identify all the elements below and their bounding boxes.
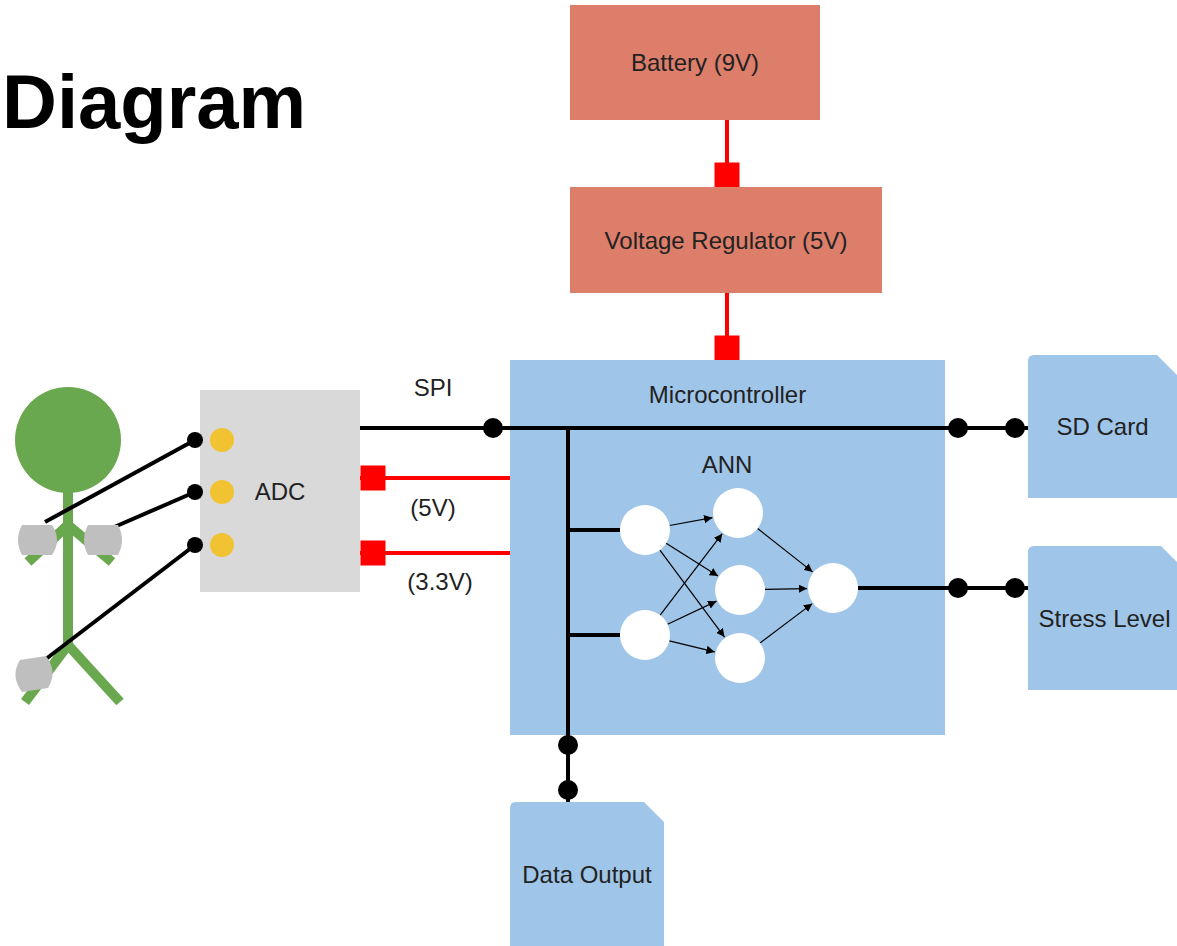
connector-terminal — [361, 466, 386, 491]
ann-network — [510, 360, 945, 735]
connector — [715, 293, 740, 361]
electrode — [18, 525, 57, 555]
neuron — [715, 633, 765, 683]
signal-label: SPI — [414, 374, 453, 402]
figure-leg — [68, 645, 120, 702]
electrode-wires — [42, 440, 195, 662]
node-text: ADC — [255, 475, 306, 508]
controller-box: Microcontroller — [510, 360, 945, 735]
connector — [360, 466, 510, 491]
node-text: Microcontroller — [649, 378, 806, 411]
signal-label: ANN — [702, 451, 753, 479]
neuron — [713, 488, 763, 538]
wire-dot — [187, 432, 203, 448]
electrode — [84, 525, 122, 555]
figure-head — [15, 387, 121, 493]
synapse — [669, 641, 714, 652]
bus-line — [568, 528, 620, 532]
card-outline — [1028, 355, 1177, 498]
wire — [42, 545, 195, 662]
node-text: Battery (9V) — [631, 46, 759, 79]
connector — [715, 120, 740, 188]
bus-line — [510, 426, 945, 430]
input-pin — [210, 428, 234, 452]
wire-dot — [187, 537, 203, 553]
wire — [112, 492, 195, 528]
output-card: SD Card — [1028, 355, 1177, 498]
node-text: Stress Level — [1038, 602, 1170, 635]
synapse — [668, 601, 717, 624]
connector-terminal — [715, 163, 740, 188]
card-outline — [1028, 546, 1177, 690]
node-text: Voltage Regulator (5V) — [605, 224, 848, 257]
neuron — [620, 610, 670, 660]
connector-terminal — [361, 541, 386, 566]
wire-dot — [187, 484, 203, 500]
synapse — [666, 543, 718, 576]
card-outline — [510, 802, 664, 946]
stick-figure — [15, 387, 121, 702]
node-text: SD Card — [1056, 410, 1148, 443]
power-box: Voltage Regulator (5V) — [570, 187, 882, 293]
power-box: Battery (9V) — [570, 5, 820, 120]
connector — [945, 578, 1028, 598]
connector-dot — [558, 780, 578, 800]
connector — [945, 418, 1028, 438]
electrodes — [15, 525, 122, 692]
synapse — [670, 518, 713, 526]
connector — [360, 418, 510, 438]
bus-line — [566, 428, 570, 735]
input-pin — [210, 533, 234, 557]
neuron — [808, 563, 858, 613]
connector-dot — [558, 735, 578, 755]
connector-dot — [483, 418, 503, 438]
connector-dot — [1005, 418, 1025, 438]
output-card: Data Output — [510, 802, 664, 946]
connector-dot — [1005, 578, 1025, 598]
neuron — [715, 565, 765, 615]
electrode — [15, 656, 52, 692]
synapse — [765, 588, 807, 590]
input-pin — [210, 480, 234, 504]
title: Diagram — [2, 58, 306, 146]
connector — [360, 541, 510, 566]
connector-dot — [948, 418, 968, 438]
synapse — [760, 604, 812, 643]
synapse — [758, 528, 813, 571]
wire — [45, 440, 195, 522]
bus-line — [568, 633, 620, 637]
connector-dot — [948, 578, 968, 598]
signal-label: (3.3V) — [407, 568, 472, 596]
neuron — [620, 505, 670, 555]
connector-terminal — [715, 336, 740, 361]
connector — [558, 735, 578, 802]
signal-label: (5V) — [410, 494, 455, 522]
synapse — [660, 550, 725, 637]
bus-line — [858, 586, 945, 590]
output-card: Stress Level — [1028, 546, 1177, 690]
node-text: Data Output — [522, 858, 651, 891]
